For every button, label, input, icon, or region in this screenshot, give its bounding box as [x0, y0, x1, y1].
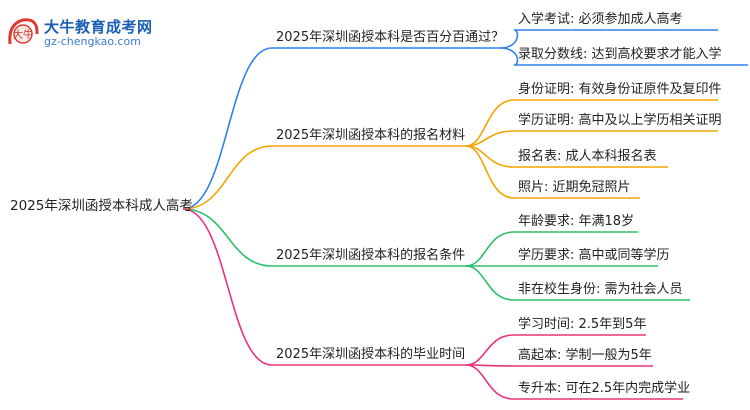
leaf-connector-4-1	[465, 334, 646, 366]
branch-topic-2: 2025年深圳函授本科的报名材料	[276, 128, 466, 143]
leaf-connector-3-1	[465, 231, 638, 267]
leaf-topic-4-1: 学习时间: 2.5年到5年	[518, 317, 647, 332]
leaf-connector-4-3	[465, 364, 683, 400]
leaf-topic-3-3: 非在校生身份: 需为社会人员	[518, 282, 683, 297]
branch-connector-1	[182, 47, 500, 210]
leaf-topic-1-1: 入学考试: 必须参加成人高考	[518, 12, 683, 27]
leaf-topic-3-1: 年龄要求: 年满18岁	[518, 214, 635, 229]
site-logo[interactable]: 大牛 大牛教育成考网 gz-chengkao.com	[4, 14, 174, 54]
branch-connector-4	[182, 208, 466, 366]
leaf-topic-4-2: 高起本: 学制一般为5年	[518, 348, 652, 363]
branch-topic-4: 2025年深圳函授本科的毕业时间	[276, 347, 466, 362]
logo-mark-text: 大牛	[13, 28, 33, 41]
leaf-topic-2-4: 照片: 近期免冠照片	[518, 180, 631, 195]
root-topic: 2025年深圳函授本科成人高考	[10, 198, 193, 214]
leaf-connector-2-2	[465, 130, 718, 147]
branch-topic-1: 2025年深圳函授本科是否百分百通过？	[276, 30, 505, 45]
leaf-connector-1-2	[499, 47, 748, 66]
branch-connector-3	[182, 208, 466, 267]
logo-url: gz-chengkao.com	[44, 35, 141, 48]
leaf-topic-3-2: 学历要求: 高中或同等学历	[518, 248, 670, 263]
leaf-connector-2-4	[465, 145, 640, 199]
branch-topic-3: 2025年深圳函授本科的报名条件	[276, 248, 466, 263]
leaf-topic-4-3: 专升本: 可在2.5年内完成学业	[518, 381, 691, 396]
leaf-connector-4-2	[465, 364, 653, 367]
leaf-connector-2-3	[465, 145, 668, 168]
branch-connector-2	[182, 145, 466, 210]
leaf-topic-2-3: 报名表: 成人本科报名表	[518, 149, 657, 164]
leaf-connector-1-1	[499, 29, 718, 49]
logo-title: 大牛教育成考网	[44, 18, 153, 36]
leaf-topic-1-2: 录取分数线: 达到高校要求才能入学	[518, 47, 722, 62]
leaf-topic-2-2: 学历证明: 高中及以上学历相关证明	[518, 113, 722, 128]
leaf-topic-2-1: 身份证明: 有效身份证原件及复印件	[518, 82, 722, 97]
logo-mark-icon: 大牛	[8, 18, 39, 45]
leaf-connector-3-3	[465, 265, 690, 301]
leaf-connector-2-1	[465, 99, 718, 147]
